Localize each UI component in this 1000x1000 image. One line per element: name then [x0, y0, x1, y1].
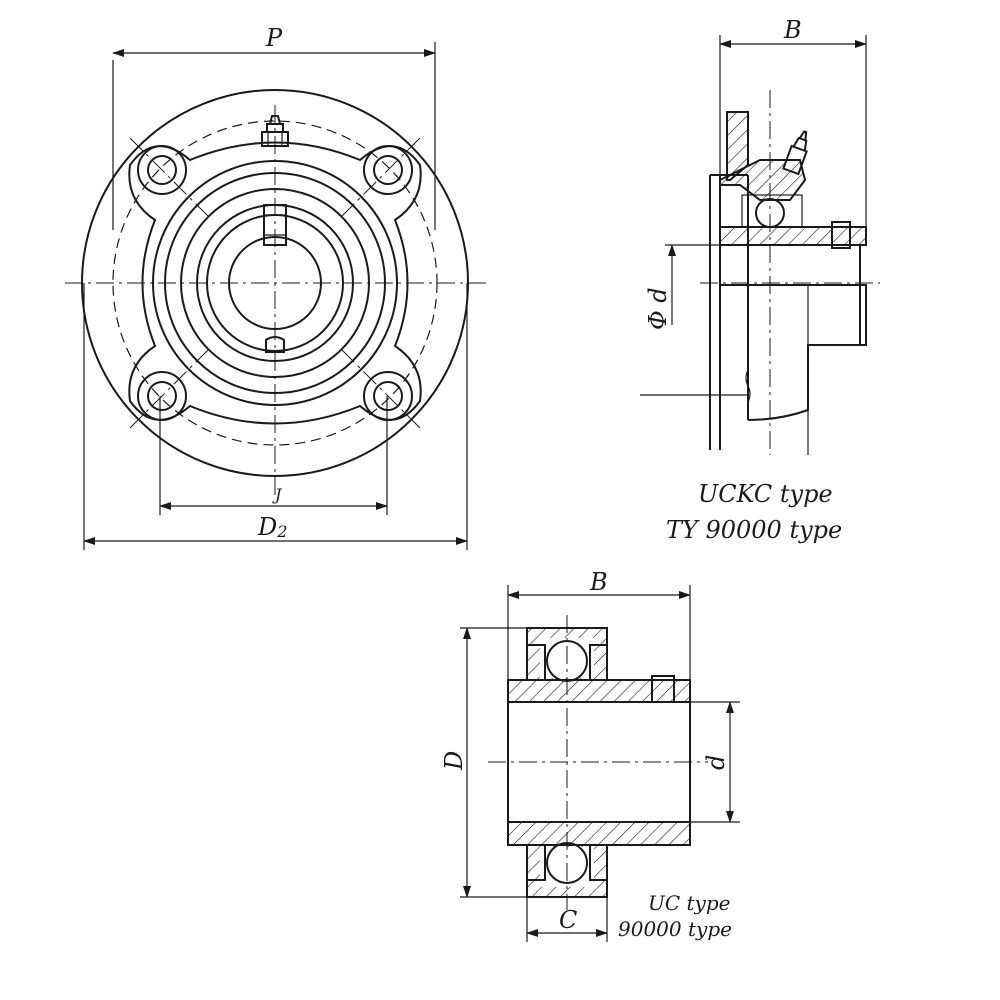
caption-line-2: TY 90000 type [666, 516, 842, 544]
caption-line-1: UC type [648, 891, 731, 915]
bolt-hole [363, 145, 413, 195]
centerline [339, 347, 421, 429]
dimension-label-P: P [265, 24, 283, 52]
centerline [129, 347, 211, 429]
housing-body [719, 245, 867, 421]
race-profile [527, 845, 546, 881]
caption-line-2: 90000 type [618, 917, 732, 941]
grease-nipple [261, 115, 289, 147]
front-view: P J D2 [65, 24, 490, 550]
set-screw [265, 336, 285, 353]
dimension-label-D2: D2 [257, 513, 287, 541]
dimension-label-J: J [272, 485, 283, 504]
inner-ring-section [719, 226, 867, 246]
housing-section [719, 159, 807, 201]
break-line [745, 369, 751, 403]
inner-ring-bottom [507, 821, 691, 846]
bolt-hole [363, 371, 413, 421]
bolt-hole [137, 145, 187, 195]
set-screw [831, 221, 851, 249]
set-screw [263, 204, 287, 246]
dimension-label-d: d [702, 755, 730, 770]
set-screw [651, 675, 675, 703]
dimension-label-D: D [440, 751, 468, 771]
centerline [129, 137, 211, 219]
side-view: B Φ d UCKC type TY 90000 type [640, 16, 880, 544]
inner-ring-top [507, 679, 691, 703]
race-profile [527, 644, 546, 680]
dimension-label-B: B [589, 568, 608, 596]
dimension-label-C: C [559, 906, 577, 934]
dimension-label-phi-d: Φ d [644, 287, 672, 330]
dimension-label-B: B [783, 16, 802, 44]
bolt-hole [137, 371, 187, 421]
insert-view: B D d C UC type 90000 type [440, 568, 740, 942]
centerline [339, 137, 421, 219]
housing-boss-outline [128, 141, 422, 425]
grease-nipple [782, 130, 808, 176]
caption-line-1: UCKC type [698, 480, 833, 508]
race-profile [589, 845, 607, 881]
race-profile [589, 644, 607, 680]
